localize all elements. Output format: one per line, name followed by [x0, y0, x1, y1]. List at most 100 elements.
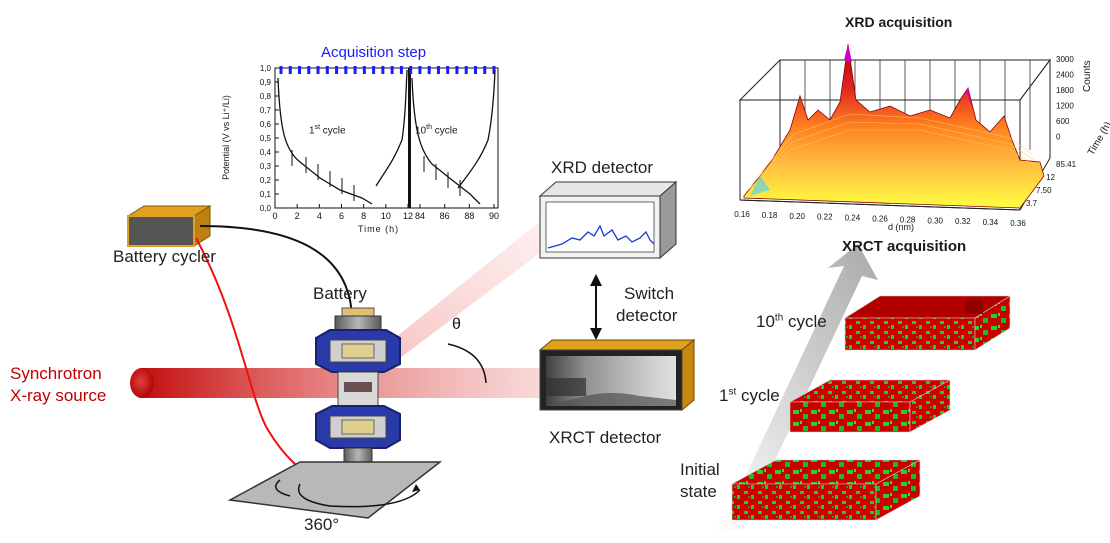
xrd-y-tick-label: 7.50 — [1036, 186, 1052, 195]
potential-y-tick-label: 0,6 — [260, 120, 272, 129]
potential-xlabel: Time (h) — [358, 224, 400, 234]
xrd-x-tick-label: 0.34 — [983, 218, 999, 227]
xrd-z-tick-label: 2400 — [1056, 71, 1074, 80]
potential-y-tick-label: 0,9 — [260, 78, 272, 87]
xrd-z-tick-label: 1200 — [1056, 102, 1074, 111]
xrct-detector-label: XRCT detector — [549, 428, 662, 447]
acquisition-step-marker — [335, 66, 339, 74]
potential-x-tick-label: 2 — [295, 211, 300, 221]
xrd-detector — [538, 180, 678, 260]
xrd-y-tick-label: 12 — [1046, 173, 1055, 182]
potential-x-tick-label: 10 — [381, 211, 391, 221]
potential-y-tick-label: 1,0 — [260, 64, 272, 73]
xrd-x-tick-label: 0.24 — [845, 214, 861, 223]
initial-state-line2: state — [680, 482, 717, 501]
acquisition-step-marker — [325, 66, 329, 74]
cable-red — [195, 237, 323, 485]
time-axis-break — [408, 68, 411, 208]
acquisition-step-marker — [409, 66, 413, 74]
acquisition-step-marker — [362, 66, 366, 74]
xrd-z-tick-label: 3000 — [1056, 55, 1074, 64]
xrd-zlabel: Counts — [1082, 60, 1093, 92]
xrd-waterfall-surface — [743, 43, 1045, 209]
synchrotron-source-spot — [130, 368, 154, 398]
switch-label-line1: Switch — [624, 284, 675, 303]
xrd-x-tick-label: 0.30 — [927, 216, 943, 225]
source-label-line1: Synchrotron — [10, 364, 102, 383]
xrct-volume-initial-state — [731, 459, 921, 521]
acquisition-step-marker — [464, 66, 468, 74]
potential-x-tick-label: 86 — [440, 211, 450, 221]
xrd-x-tick-label: 0.22 — [817, 213, 833, 222]
xrct-progress-arrow — [712, 244, 878, 530]
xrd-acquisition-title: XRD acquisition — [845, 14, 953, 30]
battery-cycler-label: Battery cycler — [113, 247, 216, 266]
potential-x-tick-label: 84 — [415, 211, 425, 221]
potential-y-tick-label: 0,8 — [260, 92, 272, 101]
acquisition-step-marker — [455, 66, 459, 74]
acquisition-step-marker — [381, 66, 385, 74]
xrct-volume-1st-cycle — [789, 379, 951, 433]
acquisition-step-marker — [344, 66, 348, 74]
xrd-detector-trace — [547, 224, 655, 249]
theta-arc — [447, 343, 487, 384]
acquisition-step-marker — [288, 66, 292, 74]
xrct-detector — [538, 338, 696, 412]
xrd-z-tick-label: 1800 — [1056, 86, 1074, 95]
acquisition-step-marker — [436, 66, 440, 74]
cable-black — [199, 225, 353, 319]
cycle10-discharge-curve — [411, 77, 481, 205]
xrct-acquisition-title: XRCT acquisition — [842, 238, 967, 255]
potential-x-tick-label: 4 — [317, 211, 322, 221]
battery-label: Battery — [313, 284, 367, 303]
rotation-stage — [227, 461, 443, 519]
rotation-label: 360° — [304, 515, 340, 534]
potential-x-tick-label: 88 — [464, 211, 474, 221]
acquisition-step-marker — [427, 66, 431, 74]
acquisition-step-marker — [399, 66, 403, 74]
initial-state-line1: Initial — [680, 460, 720, 479]
cycle10-label: 10th cycle — [756, 312, 827, 331]
xrd-detector-label: XRD detector — [551, 158, 654, 177]
cycle1-charge-curve — [375, 69, 408, 187]
potential-y-tick-label: 0,7 — [260, 106, 272, 115]
xrd-x-tick-label: 0.36 — [1010, 219, 1026, 228]
xrd-z-tick-label: 600 — [1056, 117, 1070, 126]
potential-y-tick-label: 0,2 — [260, 176, 272, 185]
switch-arrow — [590, 274, 602, 340]
potential-x-tick-label: 12 — [403, 211, 413, 221]
battery-cycler-box — [126, 205, 212, 247]
diffracted-beam — [360, 215, 560, 388]
acquisition-step-marker — [316, 66, 320, 74]
xrd-x-tick-label: 0.28 — [900, 215, 916, 224]
xrd-y-tick-label: 3.7 — [1026, 199, 1038, 208]
acquisition-step-marker — [390, 66, 394, 74]
acquisition-step-marker — [372, 66, 376, 74]
cycle1-curve-label: 1st cycle — [309, 124, 346, 137]
acquisition-step-marker — [307, 66, 311, 74]
xrd-z-ticks: 3000 2400 1800 1200 600 0 — [1056, 55, 1074, 142]
xrd-y-tick-label: 85.41 — [1056, 160, 1077, 169]
acquisition-step-marker — [473, 66, 477, 74]
potential-y-tick-label: 0,0 — [260, 204, 272, 213]
potential-y-tick-label: 0,5 — [260, 134, 272, 143]
xrd-x-tick-label: 0.16 — [734, 210, 750, 219]
xrd-xlabel: d (nm) — [888, 222, 915, 232]
theta-label: θ — [452, 316, 461, 333]
xrd-x-tick-label: 0.26 — [872, 215, 888, 224]
acquisition-step-marker — [483, 66, 487, 74]
cycle10-charge-curve — [457, 69, 496, 189]
acquisition-step-marker — [298, 66, 302, 74]
potential-plot-frame — [274, 67, 499, 209]
acquisition-step-marker — [279, 66, 283, 74]
xrd-x-tick-label: 0.20 — [789, 212, 805, 221]
xrd-z-tick-label: 0 — [1056, 133, 1061, 142]
rotation-arrow — [297, 483, 421, 508]
switch-label-line2: detector — [616, 306, 678, 325]
acquisition-step-marker — [446, 66, 450, 74]
cycle1-label: 1st cycle — [719, 386, 780, 405]
